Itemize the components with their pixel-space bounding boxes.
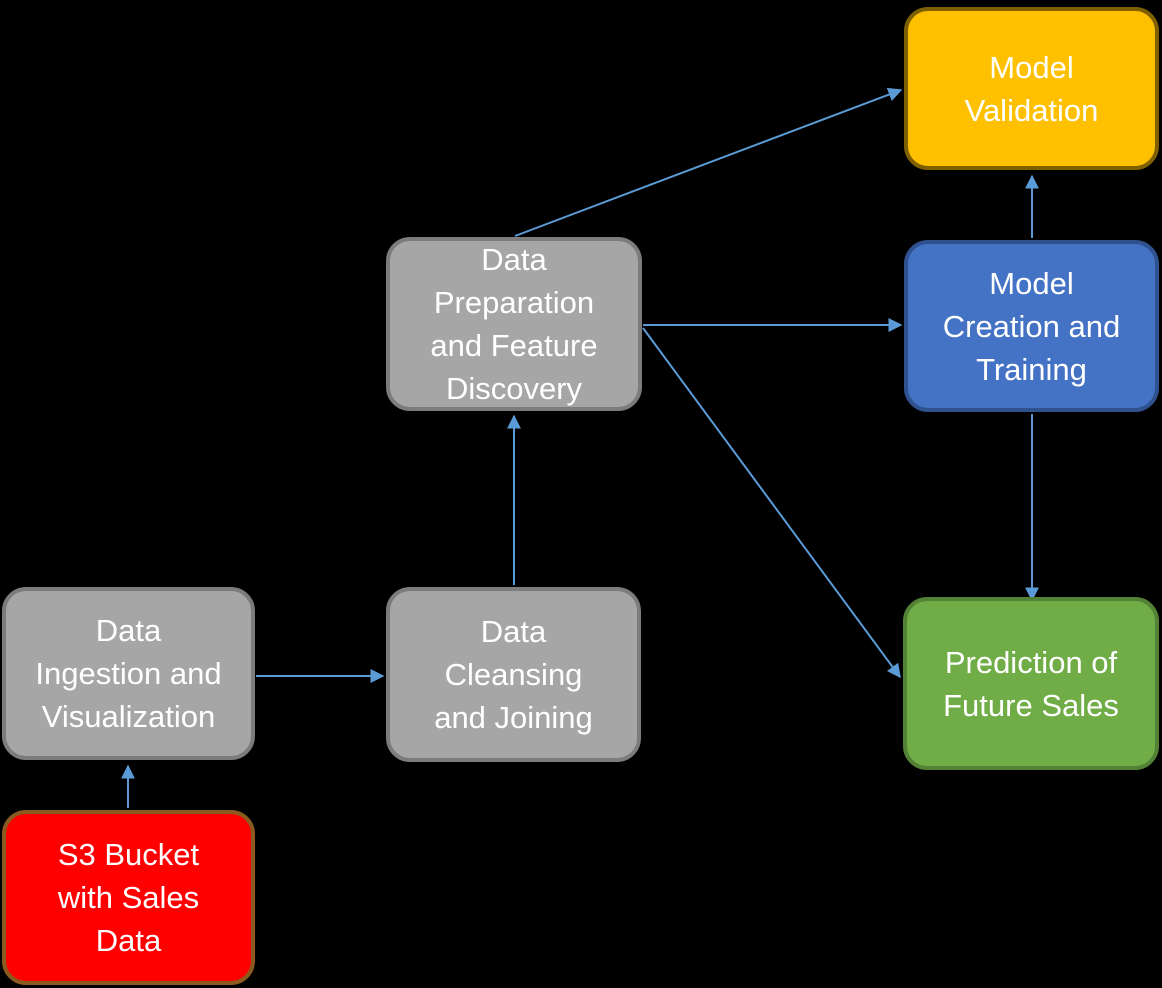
edge-preparation-to-validation-arrow [514, 87, 903, 237]
node-data-cleansing-and-joining: Data Cleansing and Joining [386, 587, 641, 762]
node-prediction-of-future-sales: Prediction of Future Sales [903, 597, 1159, 770]
node-data-preparation-and-feature-discovery: Data Preparation and Feature Discovery [386, 237, 642, 411]
node-label: S3 Bucket with Sales Data [57, 837, 200, 958]
node-model-creation-and-training: Model Creation and Training [904, 240, 1159, 412]
node-data-ingestion-and-visualization: Data Ingestion and Visualization [2, 587, 255, 760]
node-model-validation: Model Validation [904, 7, 1159, 170]
node-label: Prediction of Future Sales [943, 644, 1119, 723]
node-label: Data Preparation and Feature Discovery [430, 242, 598, 406]
edge-preparation-to-prediction-arrow [642, 327, 901, 679]
node-label: Data Ingestion and Visualization [35, 613, 222, 734]
node-label: Model Validation [964, 49, 1099, 128]
node-label: Data Cleansing and Joining [434, 614, 593, 735]
node-label: Model Creation and Training [942, 265, 1121, 387]
node-s3-bucket-with-sales-data: S3 Bucket with Sales Data [2, 810, 255, 985]
